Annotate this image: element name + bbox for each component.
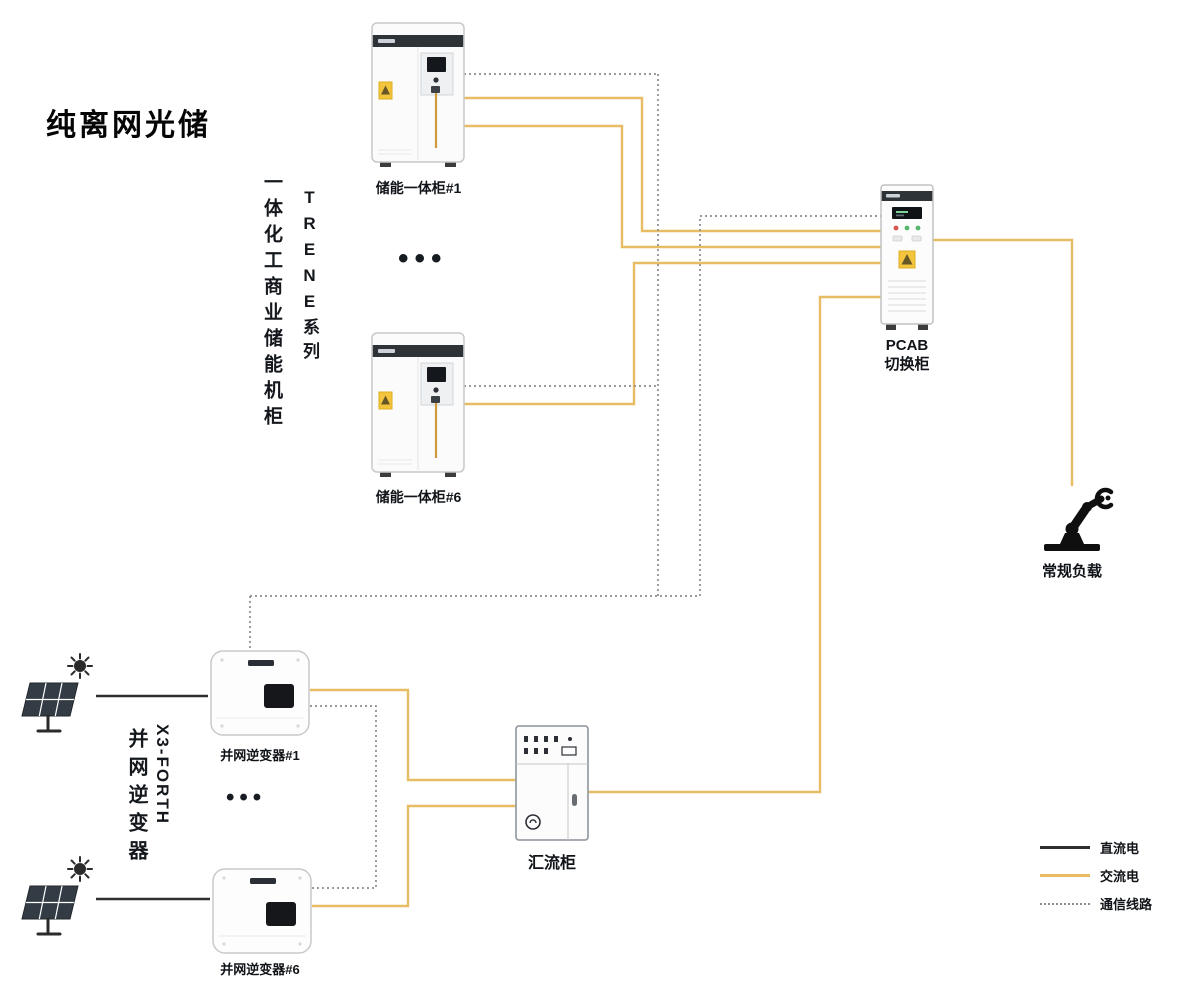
dc-line-label: 直流电 bbox=[1100, 841, 1140, 856]
solar-panel-1-icon bbox=[18, 652, 103, 737]
wire-ac-cabinet6-pcab bbox=[464, 261, 881, 406]
wire-comm-pcab bbox=[699, 215, 881, 596]
pcab-label: PCAB 切换柜 bbox=[846, 337, 968, 375]
legend: 直流电 交流电 通信线路 bbox=[1040, 838, 1152, 913]
legend-row-dc: 直流电 bbox=[1040, 838, 1152, 857]
ac-line-label: 交流电 bbox=[1100, 869, 1140, 884]
inverter-1-icon bbox=[208, 648, 312, 740]
robot-arm-load-icon bbox=[1028, 468, 1116, 556]
storage-cabinet-1-label: 储能一体柜#1 bbox=[375, 180, 462, 196]
storage-cabinet-6-icon bbox=[366, 330, 470, 482]
page-title: 纯离网光储 bbox=[46, 109, 211, 142]
wire-ac-pcab-load bbox=[933, 238, 1074, 486]
dc-line-swatch bbox=[1040, 846, 1090, 849]
wire-ac-cabinet1-pcab-a bbox=[464, 96, 881, 233]
legend-row-comm: 通信线路 bbox=[1040, 894, 1152, 913]
storage-cabinet-1-icon bbox=[366, 20, 470, 172]
storage-cabinet-6-label: 储能一体柜#6 bbox=[375, 489, 462, 505]
inverter-6-icon bbox=[210, 866, 314, 958]
solar-panel-2-icon bbox=[18, 855, 103, 940]
pcab-cabinet-icon bbox=[878, 183, 936, 331]
storage-series-label: TRENE系列 bbox=[300, 188, 319, 366]
wire-ac-combiner-pcab bbox=[588, 295, 881, 794]
wire-ac-inverter6-combiner bbox=[312, 804, 516, 908]
ac-line-swatch bbox=[1040, 874, 1090, 877]
storage-group-label: 一体化工商业储能机柜 bbox=[261, 172, 282, 432]
storage-ellipsis: ••• bbox=[398, 242, 448, 275]
comm-line-label: 通信线路 bbox=[1100, 897, 1153, 912]
inverter-ellipsis: ••• bbox=[226, 784, 267, 811]
load-label: 常规负载 bbox=[1041, 563, 1102, 580]
inverter-group-label: 并网逆变器 bbox=[125, 728, 147, 868]
comm-line-swatch bbox=[1040, 902, 1090, 905]
legend-row-ac: 交流电 bbox=[1040, 866, 1152, 885]
inverter-6-label: 并网逆变器#6 bbox=[220, 962, 300, 977]
combiner-box-icon bbox=[512, 722, 592, 844]
inverter-series-label: X3-FORTH bbox=[153, 724, 172, 825]
pcab-label-line1: PCAB bbox=[885, 337, 929, 354]
wire-ac-inverter1-combiner bbox=[310, 688, 516, 782]
combiner-label: 汇流柜 bbox=[527, 855, 576, 872]
pcab-label-line2: 切换柜 bbox=[884, 355, 930, 373]
wire-ac-cabinet1-pcab-b bbox=[464, 124, 881, 249]
inverter-1-label: 并网逆变器#1 bbox=[220, 748, 300, 763]
wire-comm-inverter-chain bbox=[310, 705, 377, 889]
